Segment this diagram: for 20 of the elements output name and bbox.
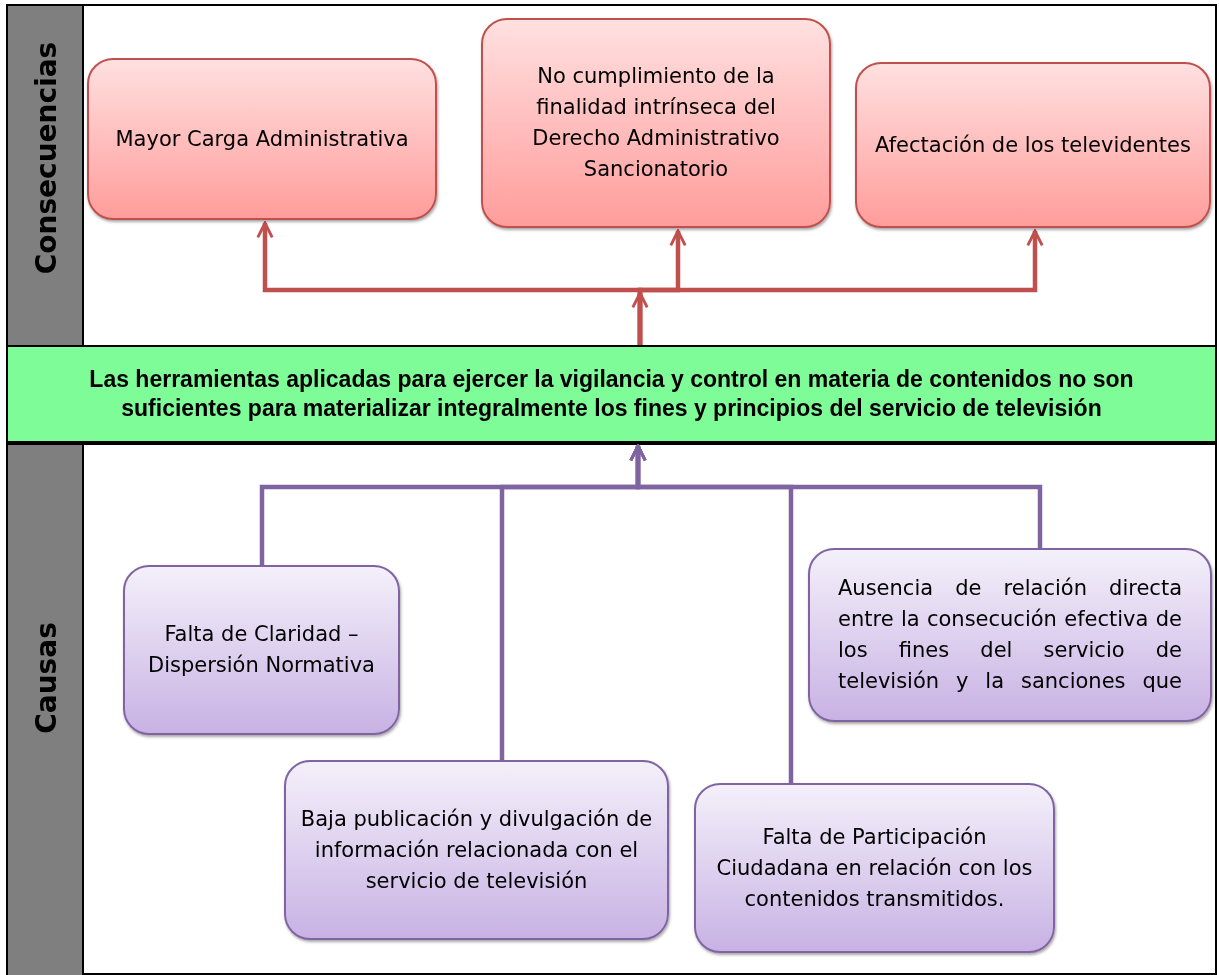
node-text: Baja publicación y divulgación de información relacionada con el servicio de televisión <box>299 805 654 895</box>
node-text: Ausencia de relación directa entre la consecución efectiva de los fines del servicio de televisión y la sanciones que <box>837 575 1183 695</box>
node-text: Mayor Carga Administrativa <box>114 125 410 153</box>
node-text: No cumplimiento de la finalidad intrínseca del Derecho Administrativo Sancionatorio <box>531 63 781 183</box>
node-text: Falta de Claridad –Dispersión Normativa <box>147 621 376 679</box>
node-text: Falta de Participación Ciudadana en relación con los contenidos transmitidos. <box>715 823 1034 913</box>
cause-box <box>694 783 1055 953</box>
cause-box <box>808 548 1212 722</box>
consequence-box <box>855 62 1211 228</box>
problem-band <box>6 345 1217 443</box>
node-text: Las herramientas aplicadas para ejercer la vigilancia y control en materia de contenidos no son suficientes para materializar integralmente los fines y principios del servicio de televisión <box>88 365 1135 423</box>
section-label: Consecuencias <box>29 41 63 275</box>
arrow <box>629 444 794 783</box>
section-label: Causas <box>29 622 63 734</box>
node-text: Afectación de los televidentes <box>874 131 1192 159</box>
arrow <box>631 291 649 345</box>
cause-box <box>123 565 400 735</box>
consequence-box <box>87 58 437 220</box>
cause-box <box>284 760 669 940</box>
consequence-box <box>481 18 831 228</box>
